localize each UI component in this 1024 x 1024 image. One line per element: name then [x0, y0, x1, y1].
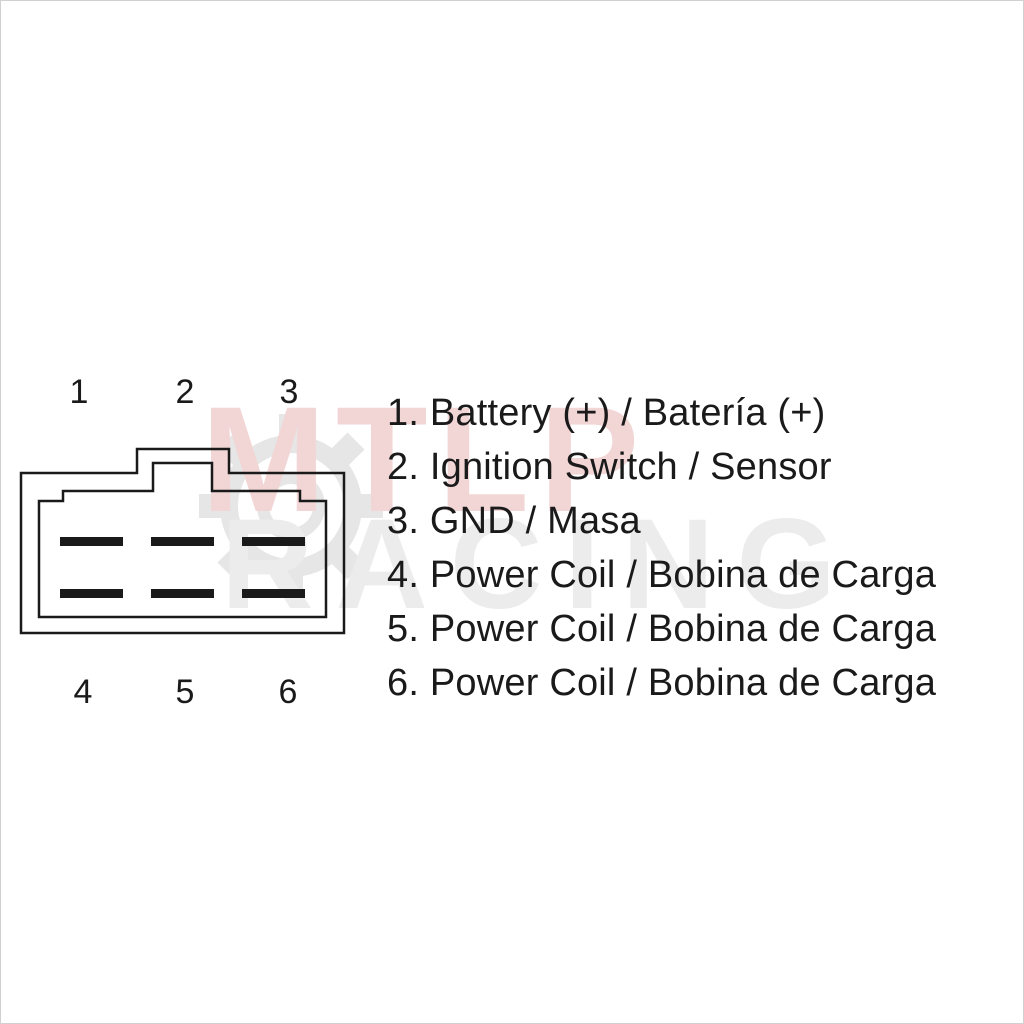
pin-label-1: 1: [70, 373, 89, 411]
pin-terminal-1: [60, 537, 123, 546]
legend-item-1: 1. Battery (+) / Batería (+): [387, 392, 826, 434]
pin-label-6: 6: [279, 673, 298, 711]
pin-terminal-5: [151, 589, 214, 598]
pin-terminal-3: [242, 537, 305, 546]
pin-label-5: 5: [176, 673, 195, 711]
pin-terminals: [60, 537, 305, 598]
legend-item-3: 3. GND / Masa: [387, 500, 641, 542]
legend-item-2: 2. Ignition Switch / Sensor: [387, 446, 832, 488]
pin-terminal-4: [60, 589, 123, 598]
pin-terminal-2: [151, 537, 214, 546]
pin-terminal-6: [242, 589, 305, 598]
connector-inner-housing: [37, 461, 328, 619]
pin-label-2: 2: [176, 373, 195, 411]
connector-outer-housing: [19, 447, 346, 635]
legend-item-6: 6. Power Coil / Bobina de Carga: [387, 662, 937, 704]
connector-diagram: 1 2 3 4 5 6: [19, 373, 346, 711]
pinout-legend: 1. Battery (+) / Batería (+) 2. Ignition…: [387, 386, 936, 710]
legend-item-5: 5. Power Coil / Bobina de Carga: [387, 608, 937, 650]
legend-item-4: 4. Power Coil / Bobina de Carga: [387, 554, 937, 596]
pin-label-3: 3: [280, 373, 299, 411]
pin-label-4: 4: [74, 673, 93, 711]
